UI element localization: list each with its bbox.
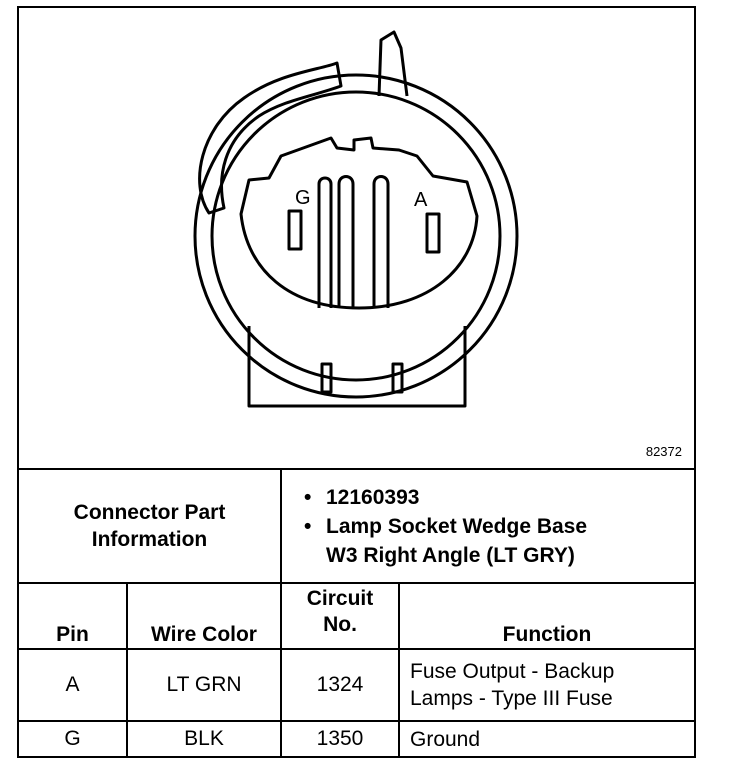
table-row: G BLK 1350 Ground: [19, 720, 695, 756]
row-circuit: 1324: [280, 648, 400, 722]
figure-id: 82372: [645, 444, 682, 459]
row-pin: A: [19, 648, 128, 722]
pin-label-a: A: [414, 189, 428, 211]
outer-ring: [193, 73, 519, 399]
row-wire-color: LT GRN: [126, 648, 282, 722]
blade-center-left: [337, 175, 355, 308]
connector-info-label-line2: Information: [91, 528, 208, 551]
latch-arm: [198, 61, 343, 215]
connector-info-list: 12160393 Lamp Socket Wedge Base W3 Right…: [282, 473, 694, 580]
pin-label-g: G: [295, 187, 311, 209]
connector-drawing: G A: [19, 8, 694, 468]
row-function-line2: Lamps - Type III Fuse: [410, 687, 613, 710]
row-pin: G: [19, 720, 128, 756]
connector-table: Connector Part Information 12160393 Lamp…: [19, 468, 695, 756]
row-circuit: 1350: [280, 720, 400, 756]
pin-g-slot: [287, 209, 303, 251]
connector-body: [247, 326, 467, 408]
connector-info-details: 12160393 Lamp Socket Wedge Base W3 Right…: [279, 468, 695, 584]
header-circuit-line2: No.: [323, 613, 357, 636]
body-terminal-right: [391, 362, 404, 394]
header-circuit: Circuit No.: [280, 582, 400, 650]
part-number: 12160393: [304, 483, 694, 512]
connector-info-label-line1: Connector Part: [73, 501, 226, 524]
header-pin: Pin: [19, 582, 128, 650]
connector-face-illustration: G A: [193, 30, 519, 408]
part-description-line1: Lamp Socket Wedge Base: [326, 514, 588, 538]
body-terminal-left: [320, 362, 333, 394]
row-function-line1: Fuse Output - Backup: [410, 660, 615, 683]
connector-info-row: Connector Part Information 12160393 Lamp…: [19, 468, 695, 584]
header-wire-color: Wire Color: [126, 582, 282, 650]
diagram-frame: G A 82372 Connector Part Information 121…: [17, 6, 696, 758]
table-row: A LT GRN 1324 Fuse Output - Backup Lamps…: [19, 648, 695, 722]
connector-info-label: Connector Part Information: [19, 468, 282, 584]
socket-cavity: [239, 136, 479, 310]
row-wire-color: BLK: [126, 720, 282, 756]
blade-center-right: [372, 175, 390, 308]
blade-left: [317, 176, 333, 308]
part-description: Lamp Socket Wedge Base W3 Right Angle (L…: [304, 512, 694, 570]
pin-a-slot: [425, 212, 441, 254]
top-tab: [377, 30, 409, 97]
header-circuit-line1: Circuit: [306, 587, 374, 610]
outer-ring-inner-edge: [210, 90, 502, 382]
row-function: Fuse Output - Backup Lamps - Type III Fu…: [397, 648, 695, 722]
header-function: Function: [397, 582, 695, 650]
part-description-line2: W3 Right Angle (LT GRY): [326, 543, 575, 567]
row-function: Ground: [397, 720, 695, 756]
table-header-row: Pin Wire Color Circuit No. Function: [19, 582, 695, 650]
